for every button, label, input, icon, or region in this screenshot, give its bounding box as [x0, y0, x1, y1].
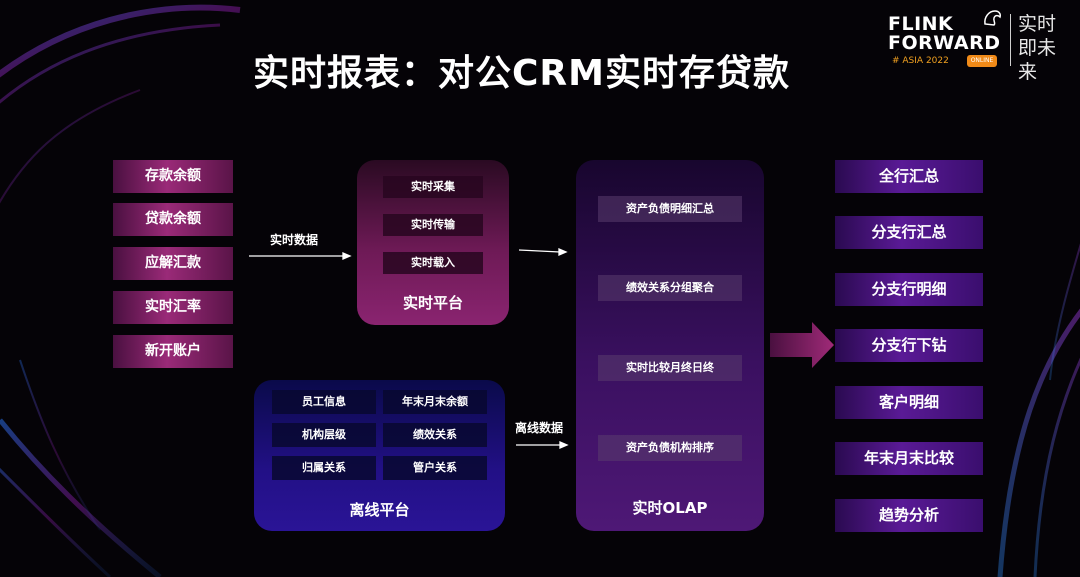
source-box: 贷款余额 — [113, 203, 233, 236]
offline-platform-item: 员工信息 — [272, 390, 376, 414]
output-box: 年末月末比较 — [835, 442, 983, 475]
realtime-platform-item: 实时载入 — [383, 252, 483, 274]
offline-platform-item: 管户关系 — [383, 456, 487, 480]
logo-slogan: 实时即未来 — [1018, 13, 1057, 83]
logo-line-2: FORWARD — [888, 32, 1001, 54]
realtime-platform-item: 实时采集 — [383, 176, 483, 198]
squirrel-icon — [984, 10, 1001, 26]
olap-item: 实时比较月终日终 — [598, 355, 742, 381]
output-box: 分支行明细 — [835, 273, 983, 306]
page-title: 实时报表：对公CRM实时存贷款 — [253, 53, 790, 94]
offline-platform-item: 绩效关系 — [383, 423, 487, 447]
logo-divider — [1010, 14, 1011, 66]
output-box: 趋势分析 — [835, 499, 983, 532]
realtime-platform-title: 实时平台 — [402, 294, 463, 312]
source-box: 新开账户 — [113, 335, 233, 368]
offline-data-label: 离线数据 — [515, 421, 564, 435]
offline-platform-title: 离线平台 — [349, 501, 410, 519]
output-box: 全行汇总 — [835, 160, 983, 193]
offline-platform-item: 归属关系 — [272, 456, 376, 480]
source-box: 实时汇率 — [113, 291, 233, 324]
logo-line-3: # ASIA 2022 — [892, 56, 949, 66]
output-box: 客户明细 — [835, 386, 983, 419]
flink-forward-logo: FLINK FORWARD # ASIA 2022 ONLINE 实时即未来 — [886, 8, 1072, 83]
output-box: 分支行下钻 — [835, 329, 983, 362]
source-box: 应解汇款 — [113, 247, 233, 280]
offline-platform-item: 年末月末余额 — [383, 390, 487, 414]
online-badge: ONLINE — [967, 55, 997, 67]
olap-item: 资产负债机构排序 — [598, 435, 742, 461]
logo-line-1: FLINK — [888, 13, 954, 35]
realtime-data-label: 实时数据 — [270, 233, 319, 247]
source-box: 存款余额 — [113, 160, 233, 193]
olap-item: 绩效关系分组聚合 — [598, 275, 742, 301]
output-box: 分支行汇总 — [835, 216, 983, 249]
olap-item: 资产负债明细汇总 — [598, 196, 742, 222]
offline-platform-item: 机构层级 — [272, 423, 376, 447]
olap-title: 实时OLAP — [632, 499, 708, 517]
realtime-platform-item: 实时传输 — [383, 214, 483, 236]
